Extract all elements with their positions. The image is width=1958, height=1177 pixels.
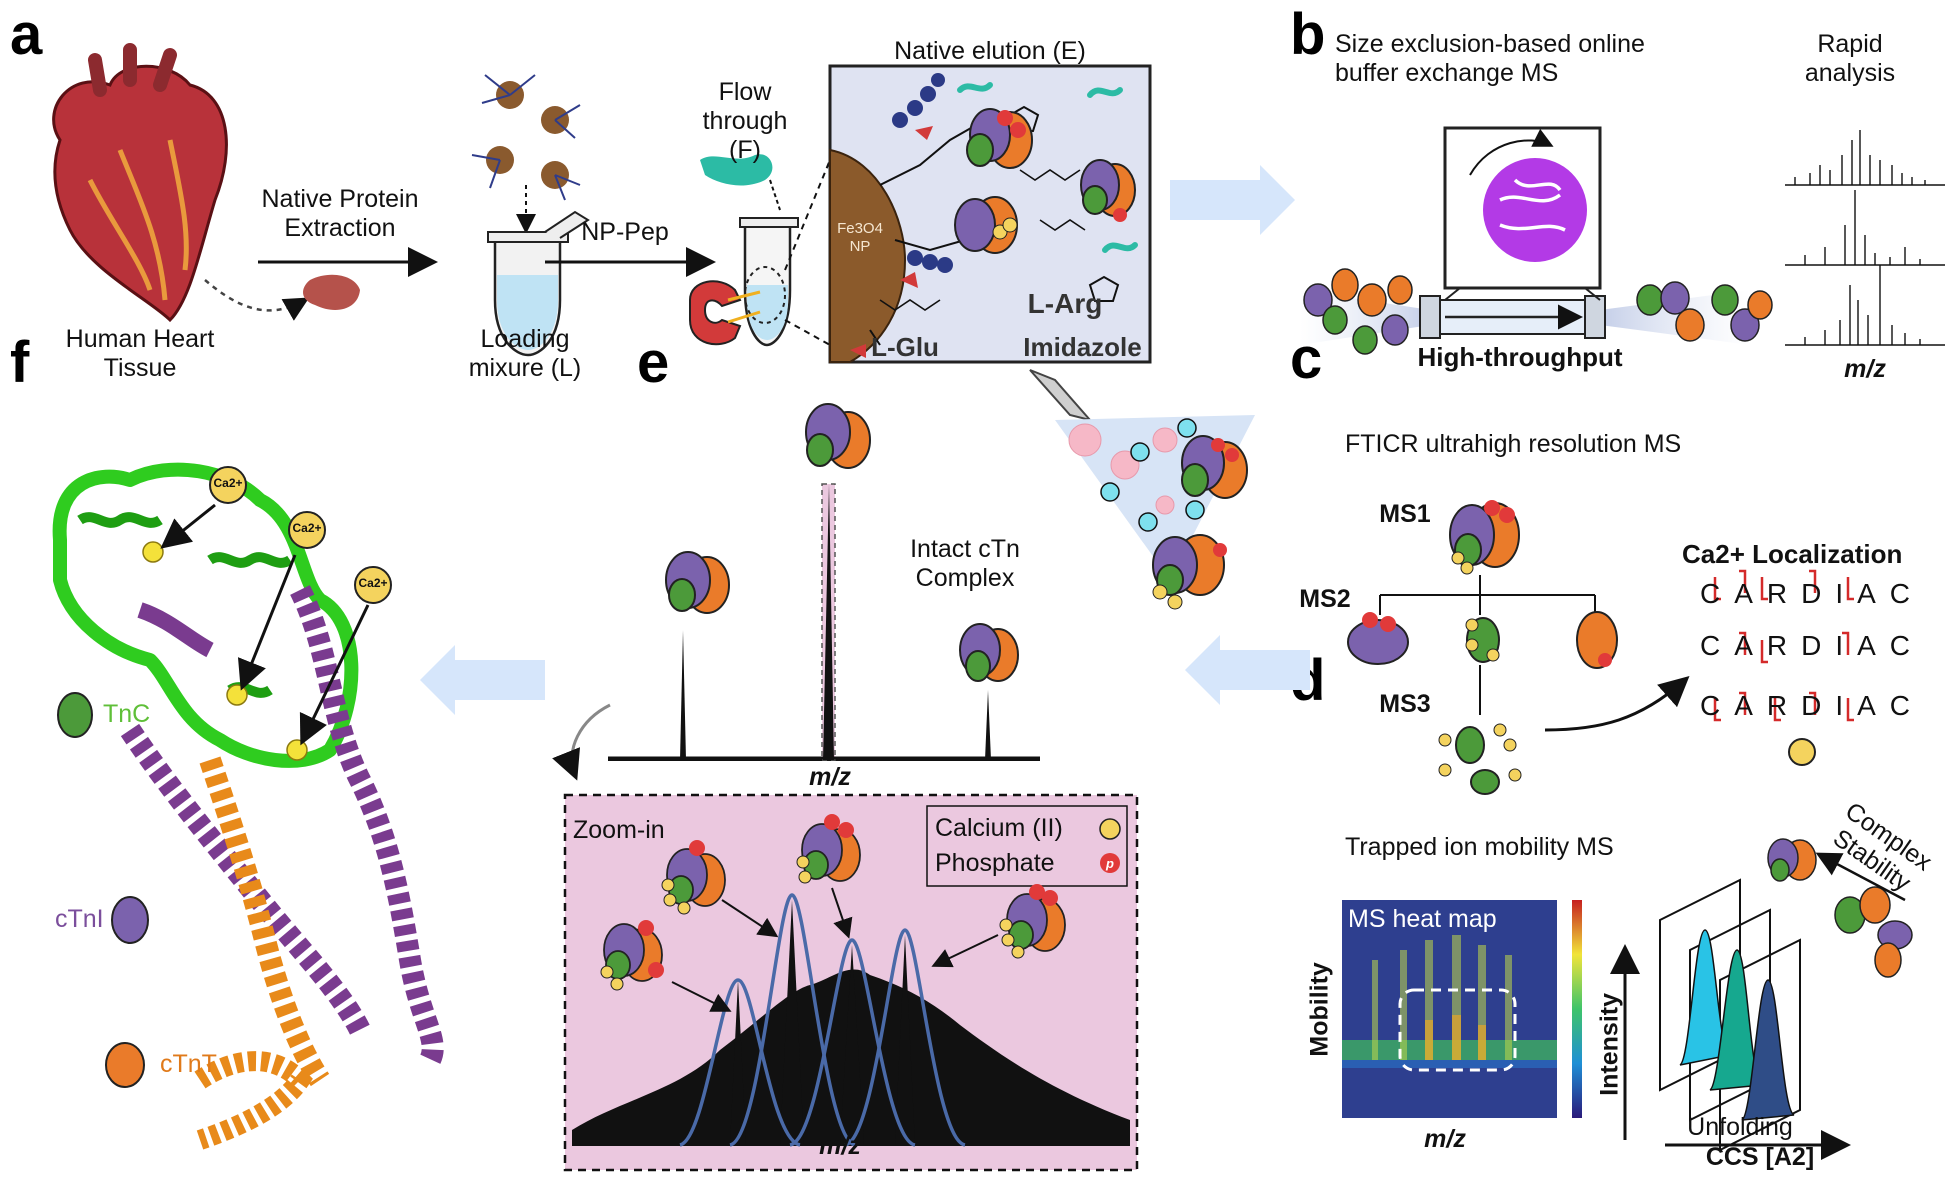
- ms1-complex: [1449, 500, 1520, 575]
- ms3-to-loc-arrow: [1544, 676, 1690, 732]
- rapid-spectra: [1785, 130, 1945, 346]
- sec-input-complexes: [1303, 268, 1413, 355]
- svg-text:p: p: [1105, 856, 1114, 871]
- ms3-label: MS3: [1379, 690, 1431, 718]
- ca-label-circles: [209, 466, 392, 604]
- np-label-2: NP: [849, 238, 871, 255]
- native-elution-label: Native elution (E): [894, 37, 1086, 65]
- stability-complexes: [1767, 838, 1913, 978]
- ms2-label: MS2: [1299, 585, 1351, 613]
- zoom-line-bottom: [784, 319, 831, 346]
- intensity-label: Intensity: [1595, 992, 1624, 1096]
- ms3-fragments: [1438, 723, 1522, 795]
- spectrum-complex-left: [665, 551, 730, 614]
- flow-through-label: Flow through (F): [702, 78, 788, 164]
- ca-ion-label-1: Ca2+: [213, 476, 243, 490]
- zoom-mz: m/z: [819, 1132, 861, 1160]
- tissue-dashed-arrow: [204, 279, 310, 321]
- legend-tnc-oval: [57, 692, 93, 738]
- legend-phosphate-label: Phosphate: [935, 849, 1055, 877]
- legend-calcium-label: Calcium (II): [935, 814, 1063, 842]
- arrow-c-to-e: [1185, 635, 1310, 705]
- spectrum-complex-right: [959, 623, 1019, 682]
- panel-b-mz: m/z: [1844, 355, 1886, 383]
- complex-in-elution-2: [954, 196, 1018, 254]
- high-throughput-label: High-throughput: [1417, 342, 1623, 372]
- zoom-line-top: [784, 159, 831, 271]
- ctni-label: cTnI: [55, 905, 104, 933]
- panel-e-mz: m/z: [809, 763, 851, 791]
- panel-d-mz: m/z: [1424, 1125, 1466, 1153]
- np-label-1: Fe3O4: [837, 220, 883, 237]
- panel-letter-e: e: [637, 330, 670, 395]
- complex-in-elution-1: [966, 108, 1033, 169]
- tnc-label: TnC: [103, 700, 151, 728]
- ca-localization-label: Ca2+ Localization: [1682, 539, 1903, 569]
- intact-complex-label: Intact cTn Complex: [910, 535, 1020, 592]
- panel-c-title: FTICR ultrahigh resolution MS: [1345, 430, 1682, 458]
- sec-output-complexes: [1636, 281, 1773, 342]
- ccs-label: CCS [A2]: [1705, 1143, 1815, 1171]
- imidazole-label: Imidazole: [1023, 332, 1142, 362]
- panel-letter-f: f: [10, 330, 30, 395]
- arrow-e-to-f: [420, 645, 545, 715]
- extraction-label: Native Protein Extraction: [261, 185, 419, 242]
- panel-b-title: Size exclusion-based online buffer excha…: [1335, 30, 1645, 87]
- seq-row-2: CARDIAC: [1700, 630, 1925, 661]
- unfolding-label: Unfolding: [1687, 1113, 1793, 1141]
- zoom-complexes: [600, 814, 1066, 1012]
- ms2-ctni: [1347, 612, 1409, 665]
- rapid-analysis-label: Rapid analysis: [1804, 30, 1896, 87]
- np-pep-label: NP-Pep: [581, 218, 669, 246]
- heat-map-label: MS heat map: [1348, 905, 1497, 933]
- panel-letter-a: a: [10, 2, 43, 67]
- loading-label: Loading mixure (L): [468, 325, 582, 382]
- spray-complex-2: [1152, 534, 1227, 610]
- troponin-structure: [52, 462, 444, 1150]
- ms1-label: MS1: [1379, 500, 1431, 528]
- legend-ctnt-oval: [105, 1042, 145, 1088]
- arrow-a-to-b: [1170, 165, 1295, 235]
- heart-label: Human Heart Tissue: [65, 325, 215, 382]
- seq-row-1: CARDIAC: [1700, 578, 1925, 609]
- intact-spectrum: [608, 483, 1040, 761]
- mobility-label: Mobility: [1305, 962, 1334, 1057]
- l-glu-label: L-Glu: [871, 332, 939, 362]
- heart-illustration: [52, 43, 228, 323]
- nanoparticle-cluster: [471, 74, 581, 201]
- ms-heat-map: [1342, 900, 1582, 1118]
- loading-tube: [487, 210, 590, 357]
- ms2-tnc: [1465, 617, 1500, 663]
- ms2-ctnt: [1576, 611, 1618, 669]
- zoom-in-label: Zoom-in: [573, 816, 665, 844]
- ctnt-label: cTnT: [160, 1050, 217, 1078]
- spray-droplets: [1068, 418, 1205, 532]
- calcium-on-seq: [1788, 738, 1816, 766]
- fragment-brackets: [1713, 569, 1854, 722]
- complex-in-elution-3: [1080, 159, 1136, 222]
- legend-ctni-oval: [111, 896, 149, 944]
- ca-ion-label-2: Ca2+: [292, 521, 322, 535]
- panel-letter-b: b: [1290, 2, 1326, 67]
- panel-d-title: Trapped ion mobility MS: [1345, 833, 1614, 861]
- ccs-plot: [1610, 878, 1851, 1160]
- flow-through-tube: [689, 154, 799, 347]
- ca-ion-label-3: Ca2+: [358, 576, 388, 590]
- spectrum-complex-top: [805, 403, 871, 469]
- seq-row-3: CARDIAC: [1700, 690, 1925, 721]
- zoom-curved-arrow: [552, 703, 611, 781]
- tissue-piece: [303, 274, 360, 310]
- spray-complex-1: [1181, 435, 1248, 499]
- esi-probe: [1029, 369, 1093, 422]
- l-arg-label: L-Arg: [1027, 288, 1103, 319]
